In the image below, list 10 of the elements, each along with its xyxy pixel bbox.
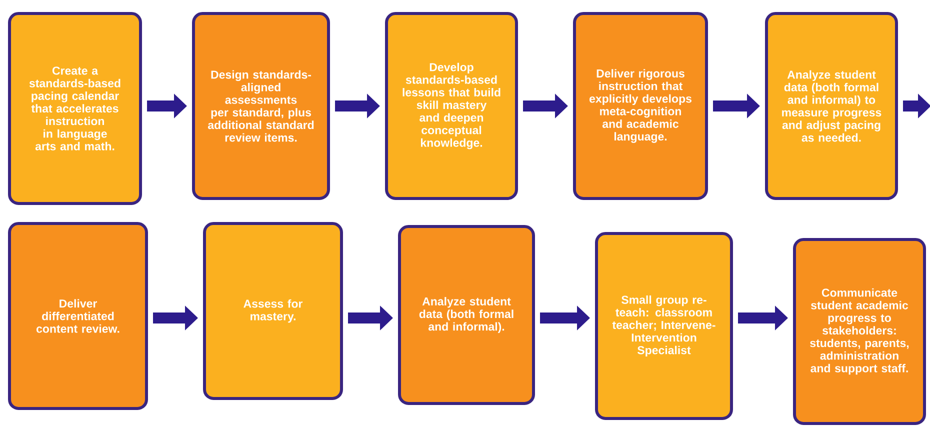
- process-box: Design standards-aligned assessments per standard, plus additional standard review items.: [192, 12, 330, 200]
- process-box: Assess for mastery.: [203, 222, 343, 400]
- process-box: Deliver differentiated content review.: [8, 222, 148, 410]
- process-box: Deliver rigorous instruction that explicitly develops meta-cognition and academic language.: [573, 12, 708, 200]
- process-box: Communicate student academic progress to stakeholders: students, parents, administration and support staff.: [793, 238, 926, 425]
- process-box: Analyze student data (both formal and informal).: [398, 224, 535, 405]
- process-box: Small group re-teach: classroom teacher; Intervene-Intervention Specialist: [595, 232, 733, 420]
- process-box: Develop standards-based lessons that build skill mastery and deepen conceptual knowledge.: [385, 12, 518, 200]
- process-box: Create a standards-based pacing calendar that accelerates instruction in language arts and math.: [8, 12, 142, 205]
- process-box: Analyze student data (both formal and informal) to measure progress and adjust pacing as needed.: [765, 12, 898, 200]
